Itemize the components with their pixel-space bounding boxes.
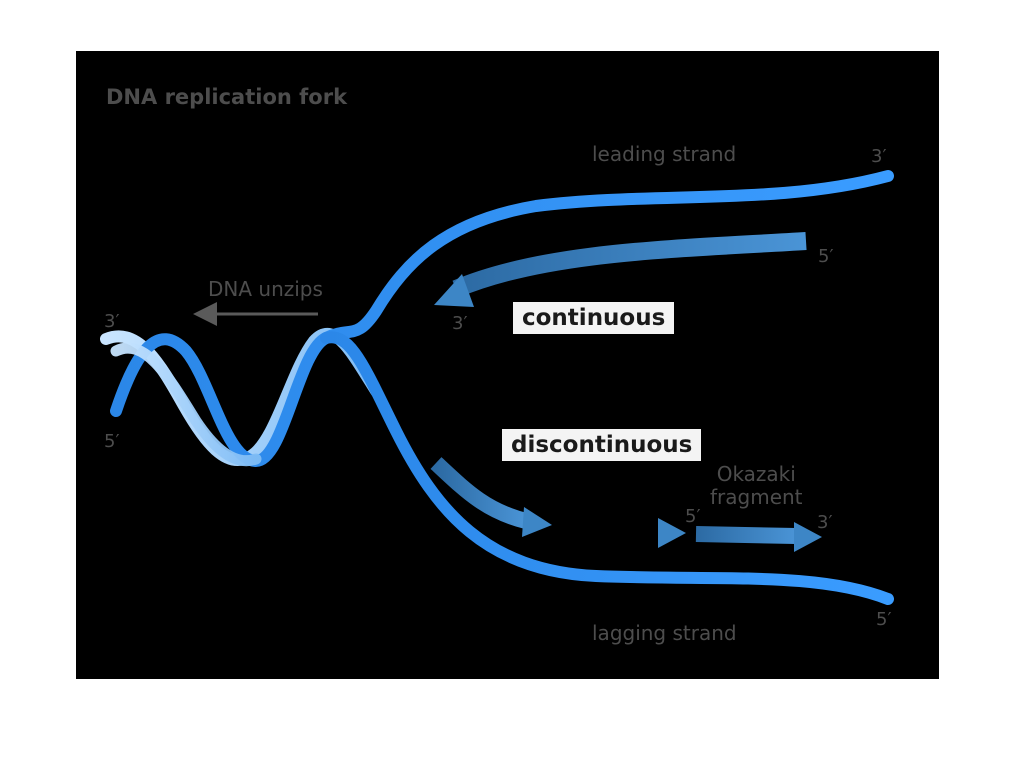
leading-template-strand [110, 170, 894, 468]
dna-unzips-label: DNA unzips [208, 277, 323, 301]
discontinuous-label: discontinuous [502, 429, 702, 461]
okazaki-fragment-2-arrowhead [658, 518, 686, 548]
continuous-new-strand [452, 232, 807, 298]
left-5-prime-end: 5′ [104, 431, 120, 452]
diagram-title: DNA replication fork [106, 85, 348, 109]
okazaki-3-prime-end: 3′ [817, 512, 833, 533]
helix-strand-front [110, 342, 262, 467]
okazaki-fragment-3-arrowhead [794, 522, 822, 552]
leading-strand-label: leading strand [592, 142, 737, 166]
lagging-template-strand [320, 331, 894, 605]
replication-fork-diagram [100, 170, 894, 605]
lagging-5-prime-end: 5′ [876, 609, 892, 630]
continuous-label: continuous [513, 302, 675, 334]
okazaki-5-prime-end: 5′ [685, 506, 701, 527]
diagram-panel: DNA replication fork leading strand 3′ 5… [76, 51, 939, 679]
new-leading-3-prime-end: 3′ [452, 313, 468, 334]
continuous-arrowhead [434, 274, 474, 307]
leading-3-prime-end: 3′ [871, 146, 887, 167]
okazaki-fragment-1 [430, 457, 529, 529]
okazaki-fragment-label: Okazaki fragment [710, 462, 803, 509]
new-leading-5-prime-end: 5′ [818, 246, 834, 267]
okazaki-fragment-1-arrowhead [522, 507, 552, 537]
left-3-prime-end: 3′ [104, 311, 120, 332]
okazaki-fragment-3 [695, 526, 797, 544]
lagging-strand-label: lagging strand [592, 621, 737, 645]
